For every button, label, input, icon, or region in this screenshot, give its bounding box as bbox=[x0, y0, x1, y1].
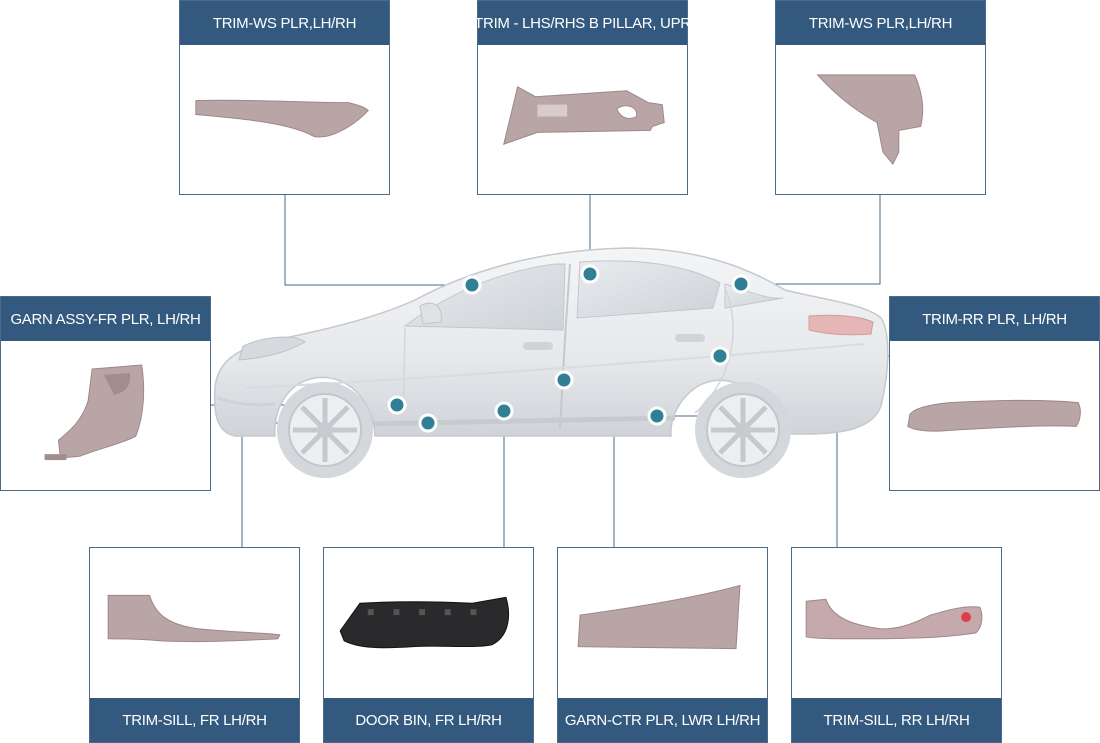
part-label: GARN ASSY-FR PLR, LH/RH bbox=[1, 297, 210, 341]
part-label: TRIM-WS PLR,LH/RH bbox=[180, 1, 389, 45]
front-sill-trim-icon bbox=[90, 548, 299, 698]
door-bin-icon bbox=[324, 548, 533, 698]
center-pillar-lower-garnish-icon bbox=[558, 548, 767, 698]
part-card-sill-rr[interactable]: TRIM-SILL, RR LH/RH bbox=[791, 547, 1002, 743]
front-wheel-icon bbox=[277, 382, 373, 478]
windshield-pillar-trim-icon bbox=[180, 45, 389, 194]
part-label: TRIM - LHS/RHS B PILLAR, UPR bbox=[474, 1, 691, 45]
part-label: TRIM-WS PLR,LH/RH bbox=[776, 1, 985, 45]
part-label: DOOR BIN, FR LH/RH bbox=[324, 698, 533, 742]
part-card-ws-plr-rear[interactable]: TRIM-WS PLR,LH/RH bbox=[775, 0, 986, 195]
part-label: TRIM-SILL, FR LH/RH bbox=[90, 698, 299, 742]
sedan-car-side-view-icon bbox=[213, 247, 889, 478]
rear-window-pillar-trim-icon bbox=[776, 45, 985, 194]
rear-pillar-trim-icon bbox=[890, 341, 1099, 490]
leader-ws-plr-front bbox=[284, 194, 472, 286]
rear-sill-trim-icon bbox=[792, 548, 1001, 698]
part-card-garn-ctr-plr[interactable]: GARN-CTR PLR, LWR LH/RH bbox=[557, 547, 768, 743]
part-label: TRIM-RR PLR, LH/RH bbox=[890, 297, 1099, 341]
leader-ws-plr-rear bbox=[741, 194, 881, 285]
part-card-ws-plr-front[interactable]: TRIM-WS PLR,LH/RH bbox=[179, 0, 390, 195]
b-pillar-upper-trim-icon bbox=[478, 45, 687, 194]
part-label: GARN-CTR PLR, LWR LH/RH bbox=[558, 698, 767, 742]
part-card-b-pillar-upper[interactable]: TRIM - LHS/RHS B PILLAR, UPR bbox=[474, 0, 691, 195]
part-card-door-bin[interactable]: DOOR BIN, FR LH/RH bbox=[323, 547, 534, 743]
rear-wheel-icon bbox=[695, 382, 791, 478]
part-label: TRIM-SILL, RR LH/RH bbox=[792, 698, 1001, 742]
part-card-sill-fr[interactable]: TRIM-SILL, FR LH/RH bbox=[89, 547, 300, 743]
front-pillar-garnish-icon bbox=[1, 341, 210, 490]
part-card-rr-plr[interactable]: TRIM-RR PLR, LH/RH bbox=[889, 296, 1100, 491]
part-card-garn-fr-plr[interactable]: GARN ASSY-FR PLR, LH/RH bbox=[0, 296, 211, 491]
